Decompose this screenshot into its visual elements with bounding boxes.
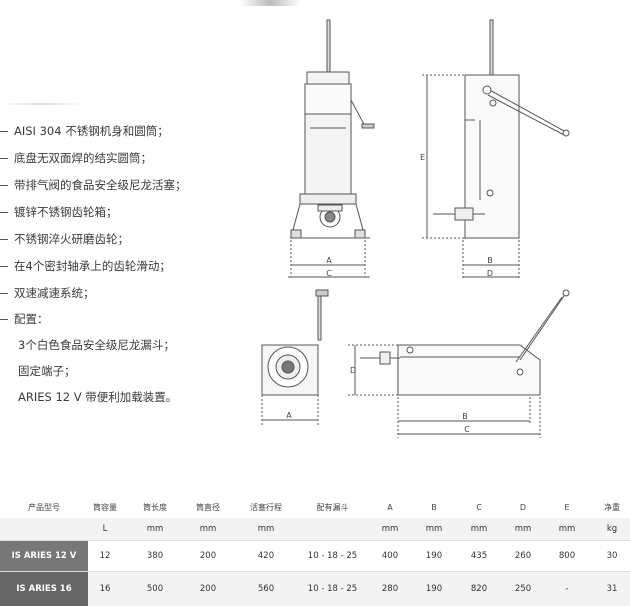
dim-label-c-h: C <box>464 425 470 434</box>
feature-item: 镀锌不锈钢齿轮箱； <box>0 204 118 220</box>
spec-table: 产品型号 筒容量 筒长度 筒直径 活塞行程 配有漏斗 A B C D E 净重 … <box>0 498 630 606</box>
col-header: 筒长度 <box>143 503 167 512</box>
technical-drawings: A C E B D A <box>261 19 570 438</box>
feature-item: 不锈钢淬火研磨齿轮； <box>0 231 129 247</box>
feature-item: 配置： <box>0 311 49 327</box>
col-header: D <box>519 503 527 512</box>
top-decoration <box>240 0 300 6</box>
feature-item: 带排气阀的食品安全级尼龙活塞； <box>0 177 187 193</box>
col-header: 筒直径 <box>196 503 220 512</box>
col-header: C <box>476 503 482 512</box>
units-row: L mm mm mm mm mm mm mm mm kg <box>0 518 630 540</box>
side-decoration <box>0 103 85 105</box>
dim-label-e: E <box>420 153 425 162</box>
feature-item: 在4个密封轴承上的齿轮滑动； <box>0 258 171 274</box>
side-view-drawing: E B D <box>420 19 570 280</box>
table-row: IS ARIES 12 V 12 380 200 420 10 - 18 - 2… <box>0 540 630 571</box>
dim-label-d-h: D <box>350 366 356 375</box>
config-item: ARIES 12 V 带便利加载装置。 <box>18 390 178 404</box>
dim-label-d: D <box>487 269 493 278</box>
dim-label-a-top: A <box>286 411 292 420</box>
config-item: 固定端子； <box>18 364 76 378</box>
dim-label-c: C <box>326 269 332 278</box>
horizontal-view-drawing: D B C <box>348 289 570 438</box>
top-view-drawing: A <box>261 289 329 425</box>
dim-label-b: B <box>487 256 493 265</box>
front-view-drawing: A C <box>288 19 375 278</box>
feature-item: 底盘无双面焊的结实圆筒； <box>0 150 152 166</box>
feature-item: 双速减速系统； <box>0 285 95 301</box>
model-cell: IS ARIES 16 <box>0 572 88 606</box>
model-cell: IS ARIES 12 V <box>0 541 88 571</box>
col-header: 配有漏斗 <box>316 503 349 512</box>
col-header: E <box>564 503 570 512</box>
dim-label-b-h: B <box>462 412 468 421</box>
config-item: 3个白色食品安全级尼龙漏斗； <box>18 338 175 352</box>
table-row: IS ARIES 16 16 500 200 560 10 - 18 - 25 … <box>0 571 630 606</box>
col-header: 净重 <box>604 503 620 512</box>
col-header: 筒容量 <box>93 503 117 512</box>
col-header: 产品型号 <box>28 503 60 512</box>
col-header: B <box>431 503 437 512</box>
col-header: 活塞行程 <box>250 503 282 512</box>
feature-item: AISI 304 不锈钢机身和圆筒； <box>0 123 169 139</box>
col-header: A <box>387 503 393 512</box>
dim-label-a: A <box>326 256 332 265</box>
